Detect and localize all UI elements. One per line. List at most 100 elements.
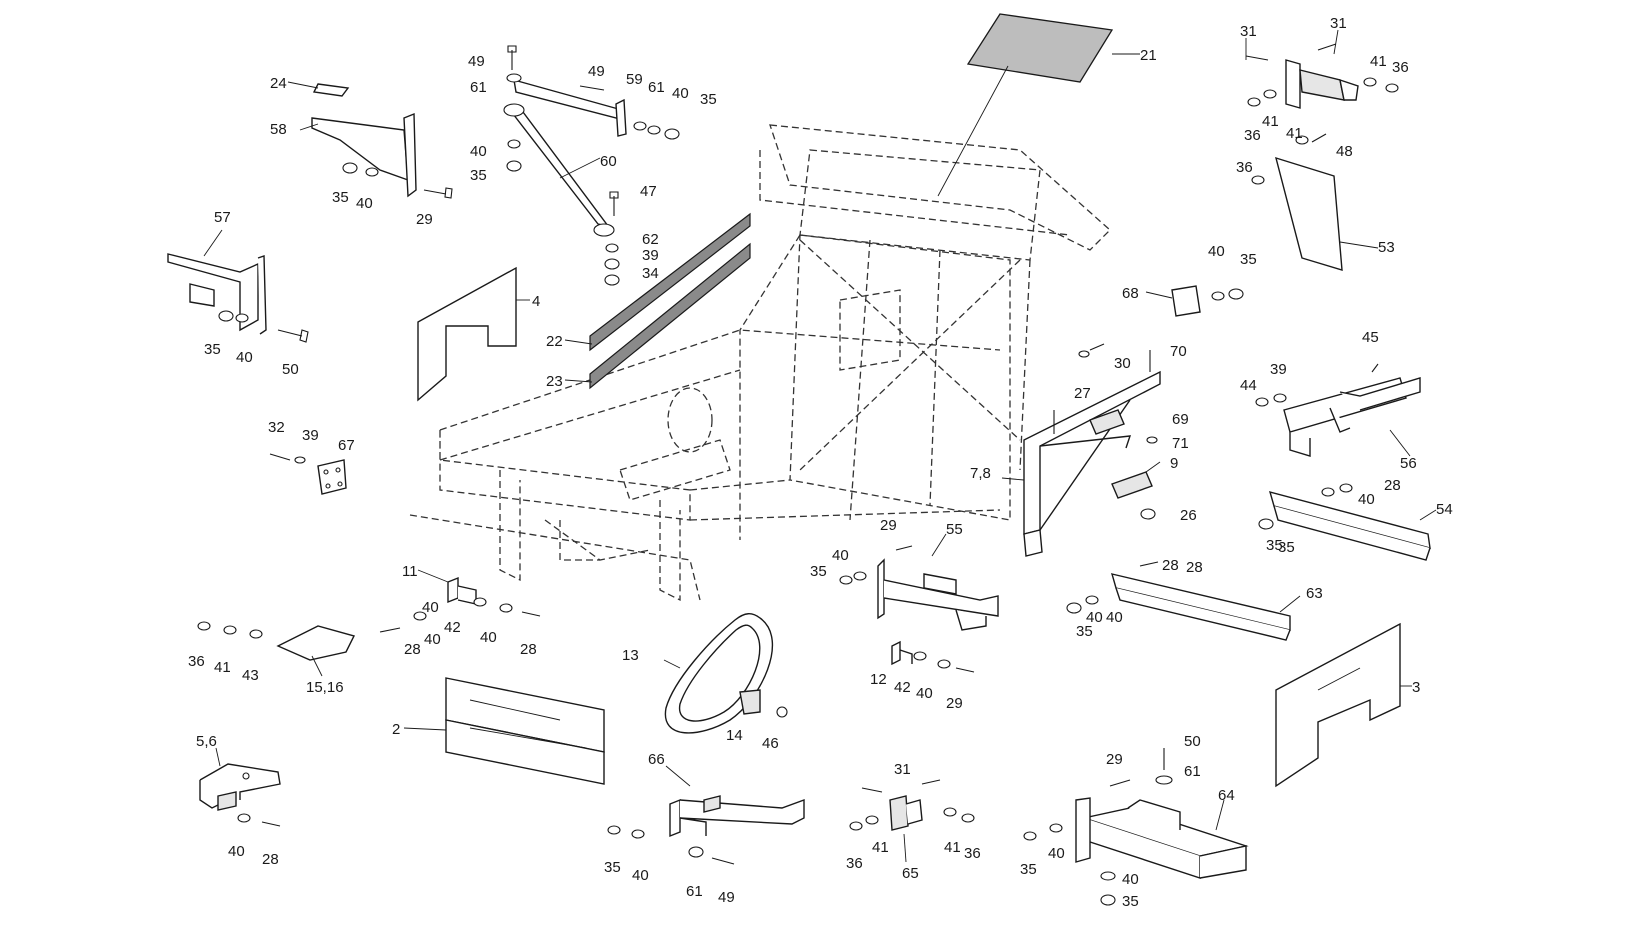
- callout-15-16: 15,16: [306, 679, 344, 696]
- part-54-side-rail: [1268, 491, 1437, 561]
- callout-35-c1: 35: [810, 563, 827, 580]
- callout-36-r1: 36: [1236, 159, 1253, 176]
- callout-40-extra: 40: [1086, 609, 1103, 626]
- callout-28-r2: 28: [1186, 559, 1203, 576]
- callout-27: 27: [1074, 385, 1091, 402]
- callout-35-t2: 35: [470, 167, 487, 184]
- callout-53: 53: [1378, 239, 1395, 256]
- part-67-plate: [317, 459, 347, 495]
- parts-22-23-rubber-strips: [564, 212, 751, 390]
- callout-29-l: 29: [416, 211, 433, 228]
- callout-54: 54: [1436, 501, 1453, 518]
- callout-4: 4: [532, 293, 540, 310]
- callout-39-r: 39: [1270, 361, 1287, 378]
- callout-47: 47: [640, 183, 657, 200]
- callout-46: 46: [762, 735, 779, 752]
- callout-55: 55: [946, 521, 963, 538]
- callout-41-b1: 41: [872, 839, 889, 856]
- callout-67: 67: [338, 437, 355, 454]
- callout-39-l: 39: [302, 427, 319, 444]
- callout-62: 62: [642, 231, 659, 248]
- callout-61-t2: 61: [648, 79, 665, 96]
- part-53-cover-plate: [1275, 156, 1379, 271]
- callout-39-t: 39: [642, 247, 659, 264]
- callout-31-b: 31: [894, 761, 911, 778]
- callout-35-t1: 35: [700, 91, 717, 108]
- callout-35-b1: 35: [604, 859, 621, 876]
- callout-36-b1: 36: [846, 855, 863, 872]
- callout-40-r1: 40: [1208, 243, 1225, 260]
- part-56-cross-bracket: [1283, 377, 1421, 457]
- part-7-8-bracket-frame: [1001, 350, 1161, 557]
- callout-13: 13: [622, 647, 639, 664]
- part-59-60-stay-rod: [503, 79, 627, 237]
- callout-40-r2: 40: [1358, 491, 1375, 508]
- part-64-box-beam: [1075, 797, 1249, 879]
- callout-28-extra: 28: [1162, 557, 1179, 574]
- callout-57: 57: [214, 209, 231, 226]
- callout-36-l: 36: [188, 653, 205, 670]
- callout-49-t1: 49: [468, 53, 485, 70]
- part-13-oval-gasket: [663, 613, 788, 734]
- hardware-fasteners: [197, 43, 1399, 906]
- callout-69: 69: [1172, 411, 1189, 428]
- callout-35-r2: 35: [1278, 539, 1295, 556]
- callout-31-r2: 31: [1330, 15, 1347, 32]
- callout-26: 26: [1180, 507, 1197, 524]
- callout-48: 48: [1336, 143, 1353, 160]
- callout-29-c2: 29: [946, 695, 963, 712]
- part-66-mount-bracket: [665, 765, 805, 838]
- callout-40-b2: 40: [1048, 845, 1065, 862]
- callout-45: 45: [1362, 329, 1379, 346]
- callout-30: 30: [1114, 355, 1131, 372]
- callout-40-b1: 40: [632, 867, 649, 884]
- callout-40-l2: 40: [424, 631, 441, 648]
- callout-35-r1: 35: [1240, 251, 1257, 268]
- callout-29-c1: 29: [880, 517, 897, 534]
- callout-49-b: 49: [718, 889, 735, 906]
- callout-31-r1: 31: [1240, 23, 1257, 40]
- part-5-6-engine-mount: [199, 747, 281, 811]
- callout-60: 60: [600, 153, 617, 170]
- callout-49-t2: 49: [588, 63, 605, 80]
- callout-71: 71: [1172, 435, 1189, 452]
- callout-35-b2: 35: [1020, 861, 1037, 878]
- part-24-pad: [287, 81, 350, 97]
- callout-28-r1: 28: [1384, 477, 1401, 494]
- callout-61-b2: 61: [1184, 763, 1201, 780]
- callout-28-l2: 28: [520, 641, 537, 658]
- callout-12: 12: [870, 671, 887, 688]
- callout-66: 66: [648, 751, 665, 768]
- callout-40-l1: 40: [422, 599, 439, 616]
- callout-21: 21: [1140, 47, 1157, 64]
- part-21-floor-mat: [937, 13, 1140, 197]
- callout-50-b: 50: [1184, 733, 1201, 750]
- callout-65: 65: [902, 865, 919, 882]
- chassis-frame: [409, 124, 1111, 602]
- callout-41-r2: 41: [1370, 53, 1387, 70]
- callout-11: 11: [402, 563, 418, 580]
- callout-36-r3: 36: [1244, 127, 1261, 144]
- callout-35-l2: 35: [332, 189, 349, 206]
- callout-24: 24: [270, 75, 287, 92]
- callout-56: 56: [1400, 455, 1417, 472]
- callout-40-l6: 40: [356, 195, 373, 212]
- callout-3: 3: [1412, 679, 1420, 696]
- callout-70: 70: [1170, 343, 1187, 360]
- callout-36-b2: 36: [964, 845, 981, 862]
- callout-22: 22: [546, 333, 563, 350]
- part-3-side-panel: [1275, 622, 1412, 788]
- callout-43: 43: [242, 667, 259, 684]
- callout-5-6: 5,6: [196, 733, 217, 750]
- callout-14: 14: [726, 727, 743, 744]
- part-63-side-rail: [1110, 573, 1301, 641]
- callout-40-c1: 40: [832, 547, 849, 564]
- callout-35-extra: 35: [1266, 537, 1283, 554]
- callout-36-r2: 36: [1392, 59, 1409, 76]
- callout-40-r3: 40: [1106, 609, 1123, 626]
- callout-40-b3: 40: [1122, 871, 1139, 888]
- part-58-support-bracket: [299, 112, 417, 198]
- part-65-pivot-block: [889, 795, 923, 863]
- callout-34: 34: [642, 265, 659, 282]
- part-55-mount-bracket: [877, 533, 999, 631]
